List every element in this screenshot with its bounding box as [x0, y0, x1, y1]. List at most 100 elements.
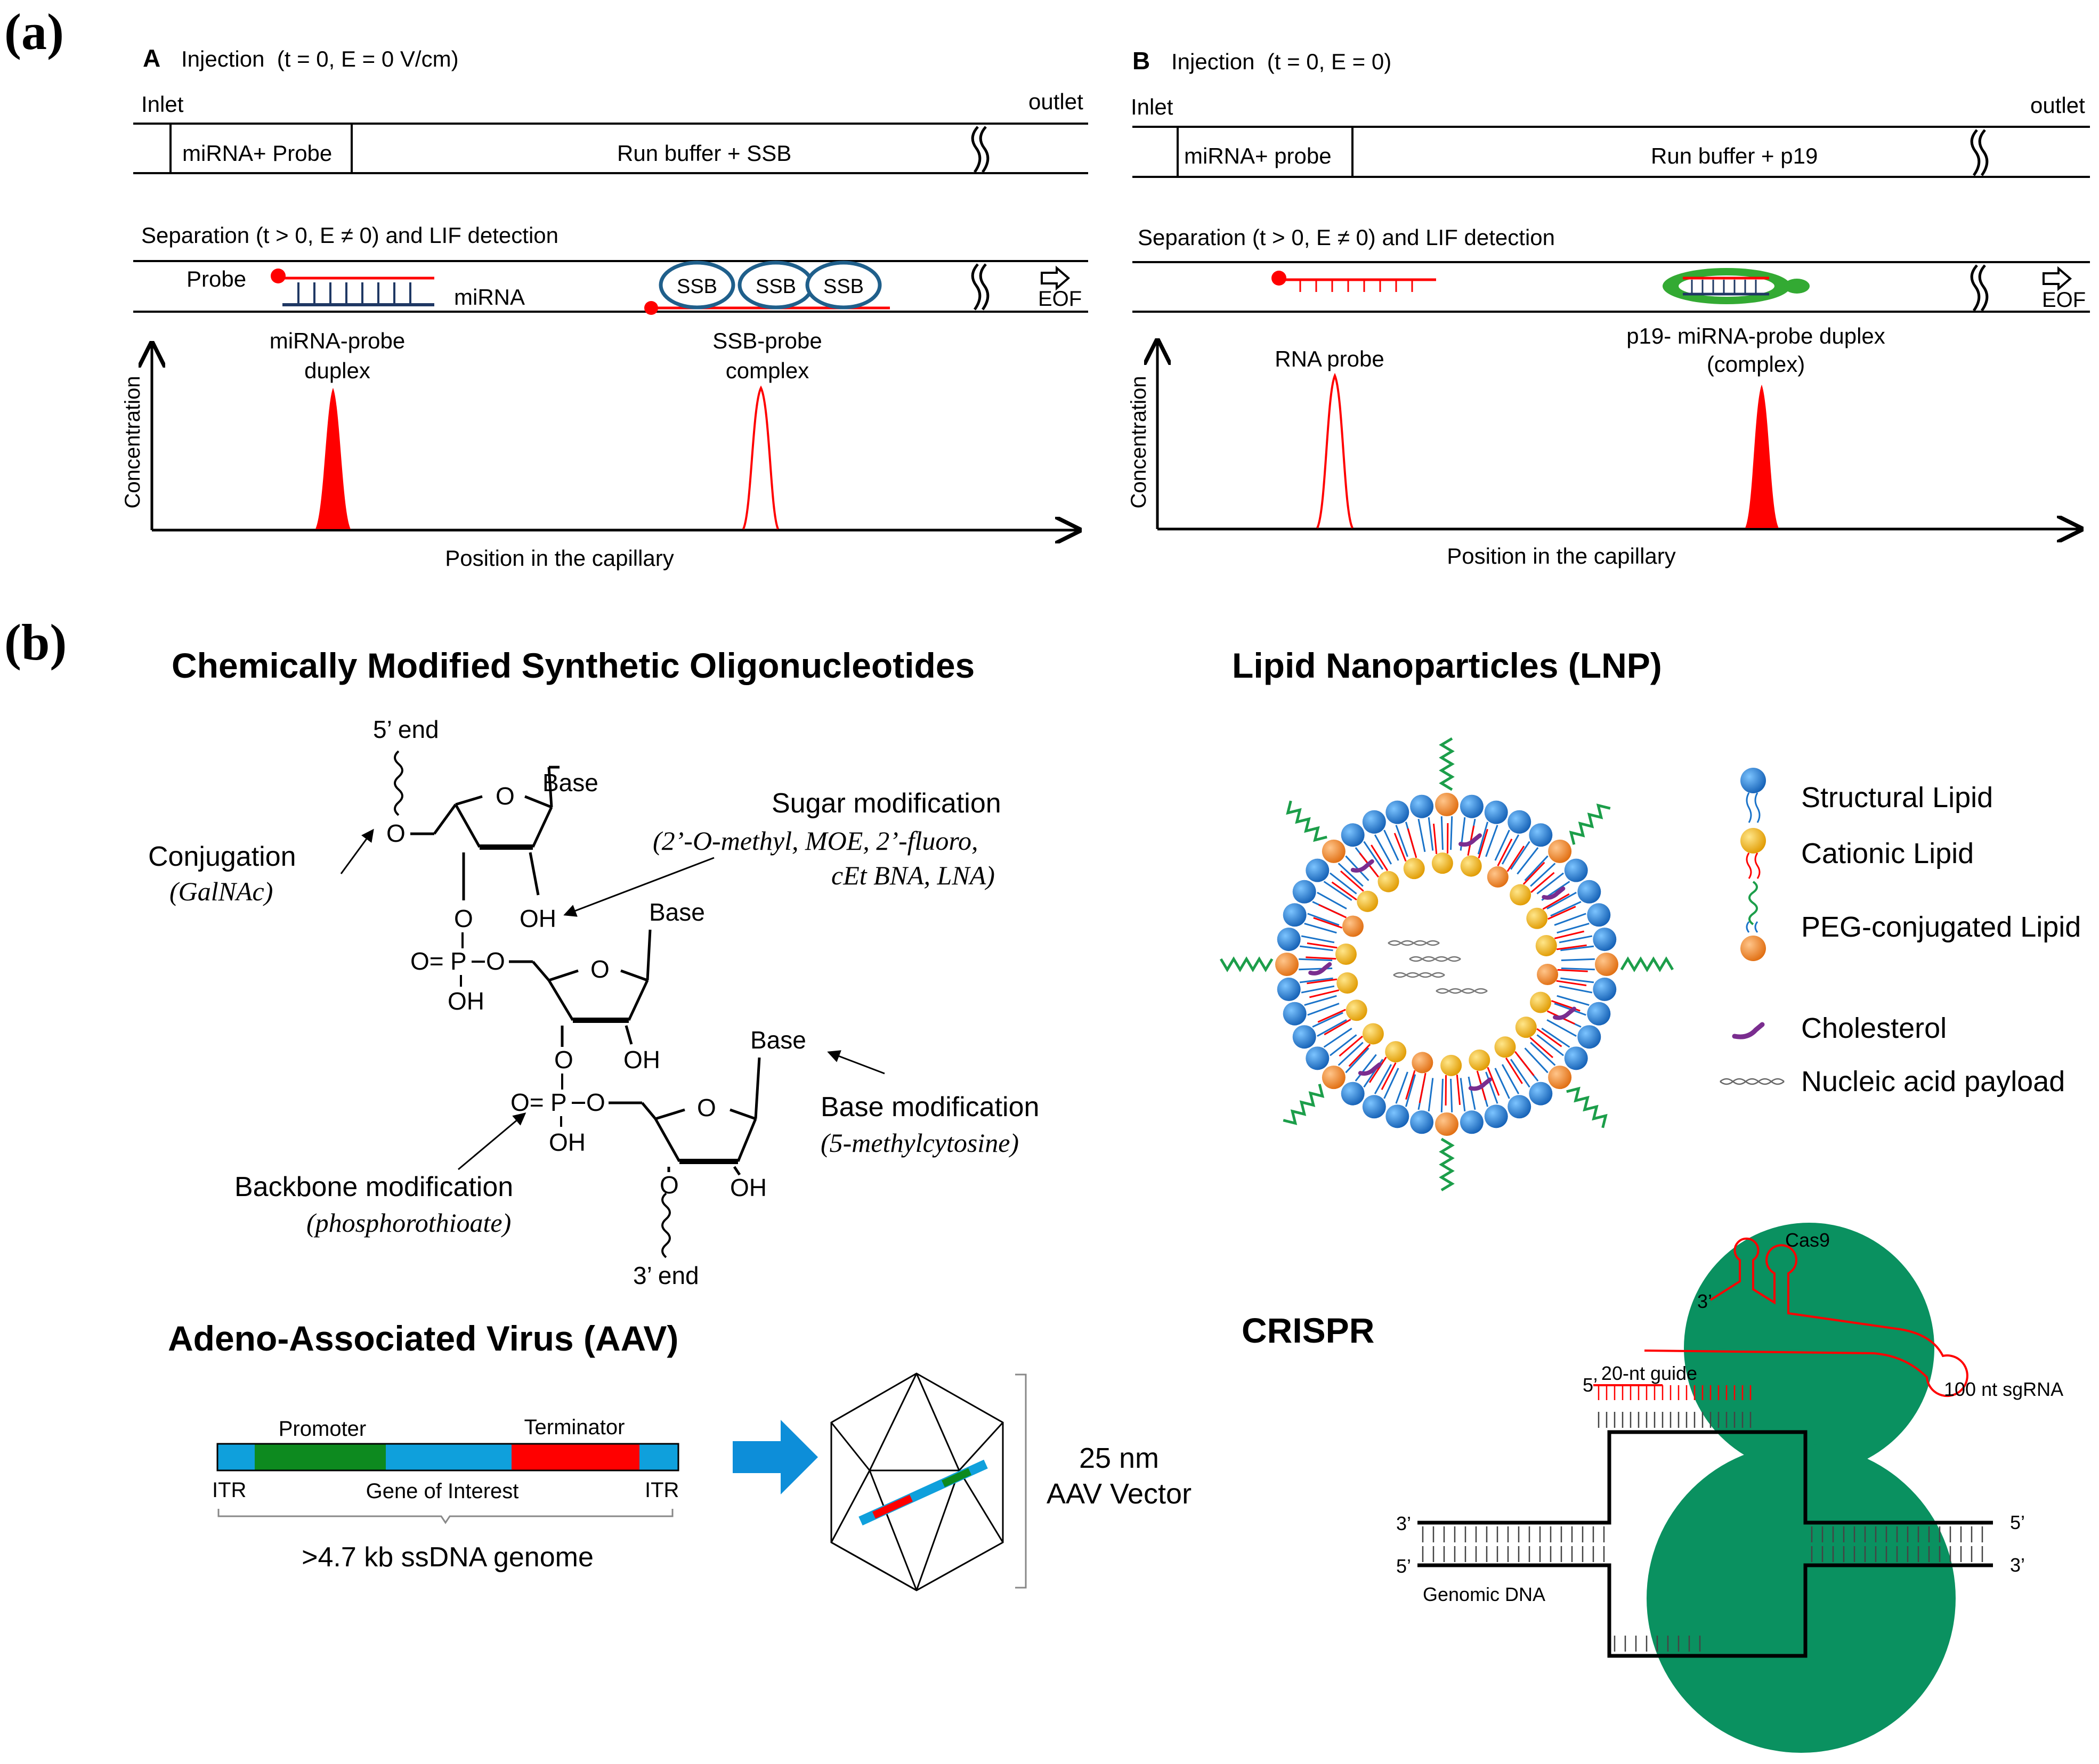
o-p-2: O — [586, 1088, 605, 1116]
cationic-tail — [1381, 1062, 1397, 1090]
peg-chain — [1439, 737, 1455, 791]
legend-nucleic-acid: Nucleic acid payload — [1801, 1066, 2065, 1098]
aav-vector-label: AAV Vector — [1047, 1478, 1192, 1510]
cationic-lipid-head — [1530, 991, 1552, 1013]
dna-top-left-3prime: 3’ — [1396, 1513, 1411, 1534]
cationic-tail — [1478, 828, 1488, 859]
lipid-tail — [1417, 818, 1426, 852]
peak-mirna-probe-duplex — [315, 388, 351, 529]
cationic-tail — [1456, 1074, 1461, 1105]
lipid-tail — [1550, 901, 1582, 917]
p-1: P — [450, 947, 467, 975]
lipid-tail — [1557, 995, 1590, 1006]
xlabel-A: Position in the capillary — [445, 546, 674, 571]
structural-lipid-head — [1385, 800, 1409, 824]
lipid-tail — [1560, 977, 1594, 983]
cationic-tail — [1432, 824, 1438, 855]
peg-lipid-head — [1435, 1112, 1458, 1136]
cationic-lipid-head — [1346, 999, 1367, 1021]
lipid-tail — [1536, 872, 1564, 895]
cationic-tail — [1340, 870, 1364, 892]
nucleic-acid-payload — [1409, 956, 1461, 962]
cationic-lipid-head — [1537, 963, 1559, 985]
lipid-tail — [1304, 922, 1337, 934]
lipid-tail — [1307, 913, 1340, 926]
cationic-tail — [1324, 1019, 1351, 1036]
guide-five-prime: 5’ — [1583, 1374, 1598, 1396]
lipid-tail — [1428, 1078, 1434, 1112]
outlet-B-label: outlet — [2030, 93, 2085, 118]
structural-lipid-head — [1341, 823, 1365, 847]
peak1-B-label: RNA probe — [1275, 346, 1384, 371]
injection-A-label: Injection (t = 0, E = 0 V/cm) — [181, 46, 459, 71]
conjugation-detail: (GalNAc) — [169, 876, 273, 906]
sugar-arrow — [563, 857, 715, 917]
structural-lipid-head — [1306, 1046, 1330, 1070]
lipid-tail — [1530, 1042, 1556, 1066]
cationic-tail — [1554, 930, 1585, 939]
structural-lipid-head — [1484, 800, 1508, 824]
gene-label: Gene of Interest — [366, 1480, 519, 1503]
guide-teeth — [1598, 1385, 1752, 1400]
lipid-tail — [1299, 977, 1333, 983]
base-1: Base — [542, 769, 598, 796]
structural-lipid-head — [1593, 977, 1617, 1001]
cholesterol-icon — [1732, 1022, 1765, 1039]
lipid-tail — [1460, 1078, 1466, 1112]
eof-A-label: EOF — [1038, 287, 1082, 311]
aav-size-label: 25 nm — [1079, 1442, 1159, 1474]
peak2-B-label-line2: (complex) — [1707, 352, 1805, 377]
structural-lipid-head — [1410, 1110, 1434, 1134]
lipid-tail — [1485, 825, 1498, 857]
cationic-tail — [1371, 844, 1389, 872]
o-5prime: O — [386, 819, 406, 847]
cationic-tail — [1530, 872, 1555, 893]
o-link-1: O — [454, 905, 473, 932]
backbone-label: Backbone modification — [234, 1172, 513, 1202]
buffer-A-label: Run buffer + SSB — [617, 141, 791, 166]
lipid-tail — [1338, 1042, 1364, 1066]
lipid-tail — [1530, 863, 1556, 887]
base-mod-label: Base modification — [821, 1092, 1039, 1123]
peak1-A-label-line1: miRNA-probe — [270, 328, 405, 353]
structural-lipid-head — [1277, 977, 1301, 1001]
dna-bottom-right-3prime: 3’ — [2010, 1554, 2025, 1576]
lipid-tail — [1317, 891, 1347, 910]
lipid-tail — [1338, 863, 1364, 887]
cationic-tail — [1487, 1067, 1500, 1096]
peg-lipid-head — [1275, 953, 1299, 976]
structural-lipid-head — [1385, 1104, 1409, 1128]
oh-p-2: OH — [549, 1128, 586, 1156]
cholesterol — [1358, 1062, 1382, 1076]
lipid-tail — [1477, 822, 1489, 855]
oh-2: OH — [623, 1046, 660, 1074]
genomic-dna-label: Genomic DNA — [1423, 1583, 1545, 1605]
cationic-tail — [1497, 839, 1513, 867]
sugar-ring-2 — [509, 929, 652, 1047]
capillary-injection-A — [133, 123, 1088, 174]
eof-B-label: EOF — [2042, 288, 2086, 312]
cationic-lipid-head — [1342, 915, 1364, 937]
cholesterol — [1553, 1006, 1577, 1020]
rna-probe-icon — [1271, 271, 1436, 292]
cationic-tail — [1331, 881, 1357, 901]
structural-lipid-head — [1593, 928, 1617, 952]
lipid-tail — [1299, 945, 1333, 952]
cationic-tail — [1522, 861, 1545, 885]
oh-p-1: OH — [448, 987, 484, 1015]
cationic-lipid-head — [1412, 1052, 1433, 1074]
structural-lipid-head — [1577, 880, 1601, 904]
peg-chain — [1219, 956, 1274, 972]
peg-chain — [1620, 956, 1674, 972]
peak-ssb-probe-complex — [742, 385, 779, 530]
cationic-lipid-head — [1357, 890, 1379, 912]
three-end-label: 3’ end — [633, 1262, 699, 1289]
cationic-tail — [1557, 969, 1588, 972]
cationic-tail — [1405, 1070, 1416, 1100]
peg-lipid-icon — [1740, 881, 1766, 961]
legend-cholesterol: Cholesterol — [1801, 1012, 1947, 1044]
itr-left-label: ITR — [212, 1478, 246, 1502]
eof-arrow-icon — [2043, 266, 2072, 291]
cationic-tail — [1547, 906, 1576, 920]
